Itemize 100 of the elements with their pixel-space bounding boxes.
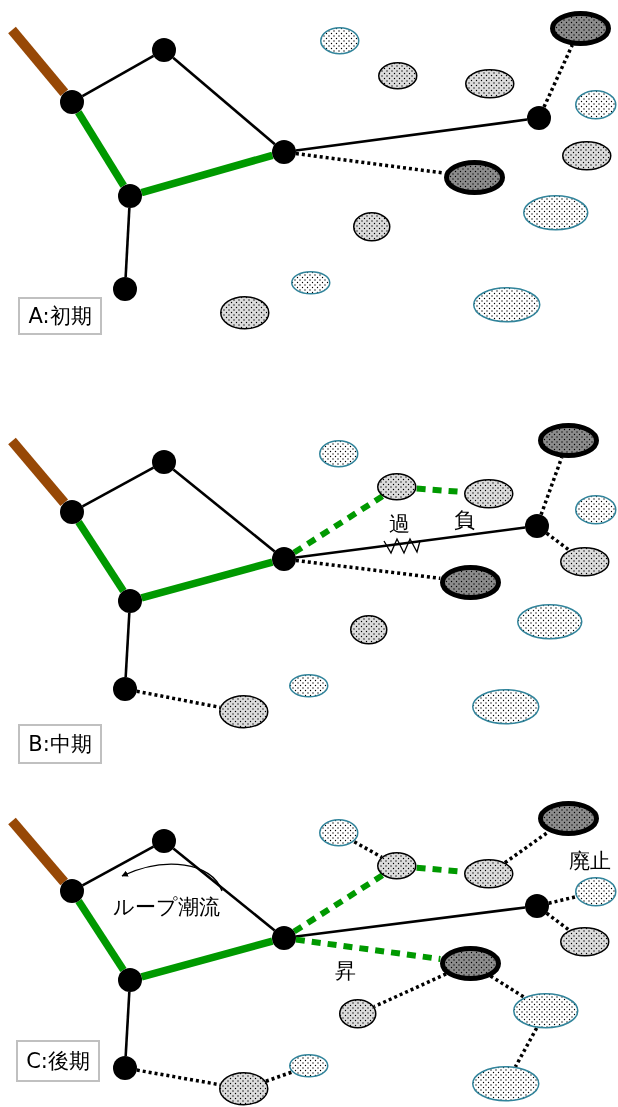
dotted-ellipse [575,495,617,525]
shaded-ellipse [560,927,610,957]
shaded-ellipse [350,615,388,645]
junction-dot [113,277,137,301]
thick-outlined-ellipse [439,945,501,981]
annotation-text: ループ潮流 [112,896,220,918]
junction-dot [113,1056,137,1080]
shaded-ellipse [560,547,610,577]
dotted-line [539,456,564,516]
dotted-line [292,872,385,935]
dotted-line [489,974,526,999]
line [81,845,155,887]
dotted-ellipse [517,604,583,640]
line [295,906,526,938]
line [75,110,127,188]
dotted-line [295,936,441,962]
line [8,437,69,507]
dotted-line [548,894,577,905]
dotted-line [265,1070,293,1083]
junction-dot [118,968,142,992]
panel-label: A:初期 [18,297,102,335]
dotted-line [136,689,221,710]
shaded-ellipse [464,479,514,509]
line [81,54,155,98]
junction-dot [527,106,551,130]
dotted-line [503,830,550,865]
annotation-text: 過 [388,513,410,535]
line [172,56,276,146]
line [172,468,276,553]
dotted-line [353,840,383,859]
dotted-ellipse [472,1066,540,1102]
shaded-ellipse [339,999,377,1029]
line [295,526,526,559]
shaded-ellipse [220,296,270,330]
dotted-line [295,558,441,581]
dotted-line [545,531,571,552]
line [124,991,131,1057]
dotted-line [545,911,571,932]
dotted-ellipse [473,287,541,323]
junction-dot [272,547,296,571]
line [124,207,131,278]
line [124,612,131,678]
dotted-ellipse [513,993,579,1029]
junction-dot [60,500,84,524]
dotted-line [542,44,574,108]
dotted-ellipse [575,877,617,907]
annotation-text: 負 [453,509,475,531]
shaded-ellipse [465,69,515,99]
junction-dot [272,140,296,164]
junction-dot [152,38,176,62]
thick-outlined-ellipse [537,422,599,458]
dotted-ellipse [319,440,359,468]
line [75,899,127,972]
dotted-line [292,493,385,556]
shaded-ellipse [219,695,269,729]
shaded-ellipse [377,473,417,501]
junction-dot [525,514,549,538]
annotation-text: 昇 [334,960,356,982]
junction-dot [113,677,137,701]
dotted-line [373,972,447,1009]
junction-dot [60,879,84,903]
panel-label: C:後期 [16,1040,100,1082]
dotted-ellipse [289,674,329,698]
thick-outlined-ellipse [439,564,501,600]
shaded-ellipse [353,212,391,242]
dotted-ellipse [523,195,589,231]
thick-outlined-ellipse [443,159,505,195]
shaded-ellipse [562,141,612,171]
junction-dot [118,589,142,613]
line [8,817,68,886]
dotted-ellipse [320,27,360,55]
dotted-ellipse [319,819,359,847]
junction-dot [118,184,142,208]
junction-dot [525,894,549,918]
dotted-ellipse [291,271,331,295]
line [140,558,274,602]
line [81,466,155,508]
annotation-text: 廃止 [569,850,611,872]
junction-dot [60,90,84,114]
shaded-ellipse [464,859,514,889]
line [295,118,528,152]
shaded-ellipse [219,1072,269,1106]
shaded-ellipse [377,852,417,880]
line [140,151,274,197]
line [8,26,69,96]
dotted-line [513,1027,539,1068]
thick-outlined-ellipse [549,10,611,46]
shaded-ellipse [378,62,418,90]
junction-dot [272,926,296,950]
panel-label: B:中期 [18,724,102,764]
dotted-ellipse [472,689,540,725]
junction-dot [152,450,176,474]
line [172,847,276,932]
line [140,937,274,981]
line [75,520,127,593]
thick-outlined-ellipse [537,800,599,836]
dotted-line [295,151,445,175]
dotted-ellipse [575,90,617,120]
dotted-ellipse [289,1054,329,1078]
junction-dot [152,829,176,853]
